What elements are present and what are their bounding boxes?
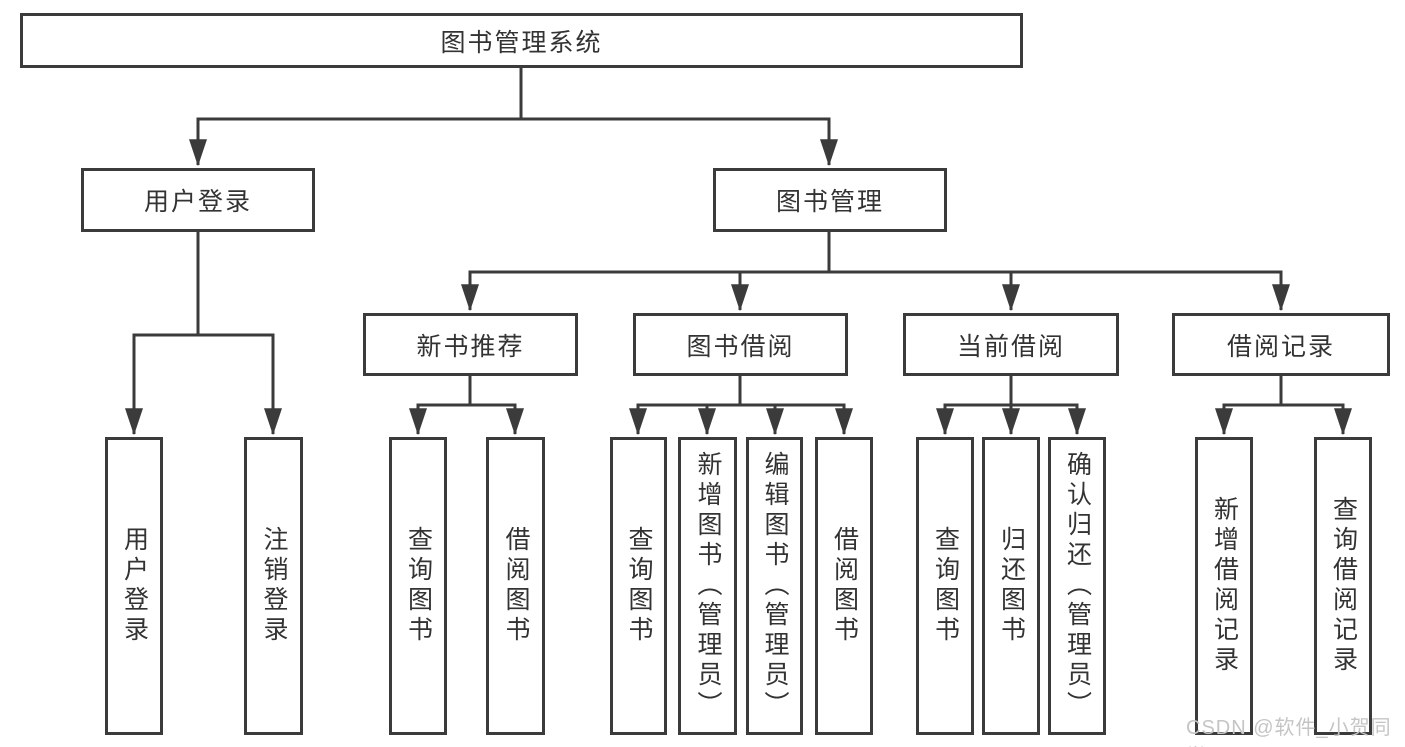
leaf-add-books-admin: 新增图书（管理员） [678,437,737,735]
leaf-add-borrow-record: 新增借阅记录 [1195,437,1253,735]
leaf-query-books-recommend: 查询图书 [389,437,447,735]
node-user-login: 用户登录 [81,168,315,232]
node-borrowing-records: 借阅记录 [1172,313,1390,376]
leaf-user-login: 用户登录 [105,437,163,735]
node-book-management: 图书管理 [713,168,947,232]
leaf-query-books-current: 查询图书 [916,437,974,735]
leaf-confirm-return-admin: 确认归还（管理员） [1048,437,1106,735]
node-new-book-recommend: 新书推荐 [363,313,578,376]
leaf-borrow-books-recommend: 借阅图书 [486,437,545,735]
node-book-borrowing: 图书借阅 [633,313,848,376]
node-current-borrowing: 当前借阅 [903,313,1119,376]
leaf-logout: 注销登录 [244,437,303,735]
leaf-borrow-books: 借阅图书 [815,437,873,735]
leaf-query-books-borrowing: 查询图书 [610,437,667,735]
leaf-return-books: 归还图书 [982,437,1040,735]
node-root-library-system: 图书管理系统 [20,13,1023,68]
leaf-edit-books-admin: 编辑图书（管理员） [746,437,803,735]
leaf-query-borrow-record: 查询借阅记录 [1314,437,1372,735]
